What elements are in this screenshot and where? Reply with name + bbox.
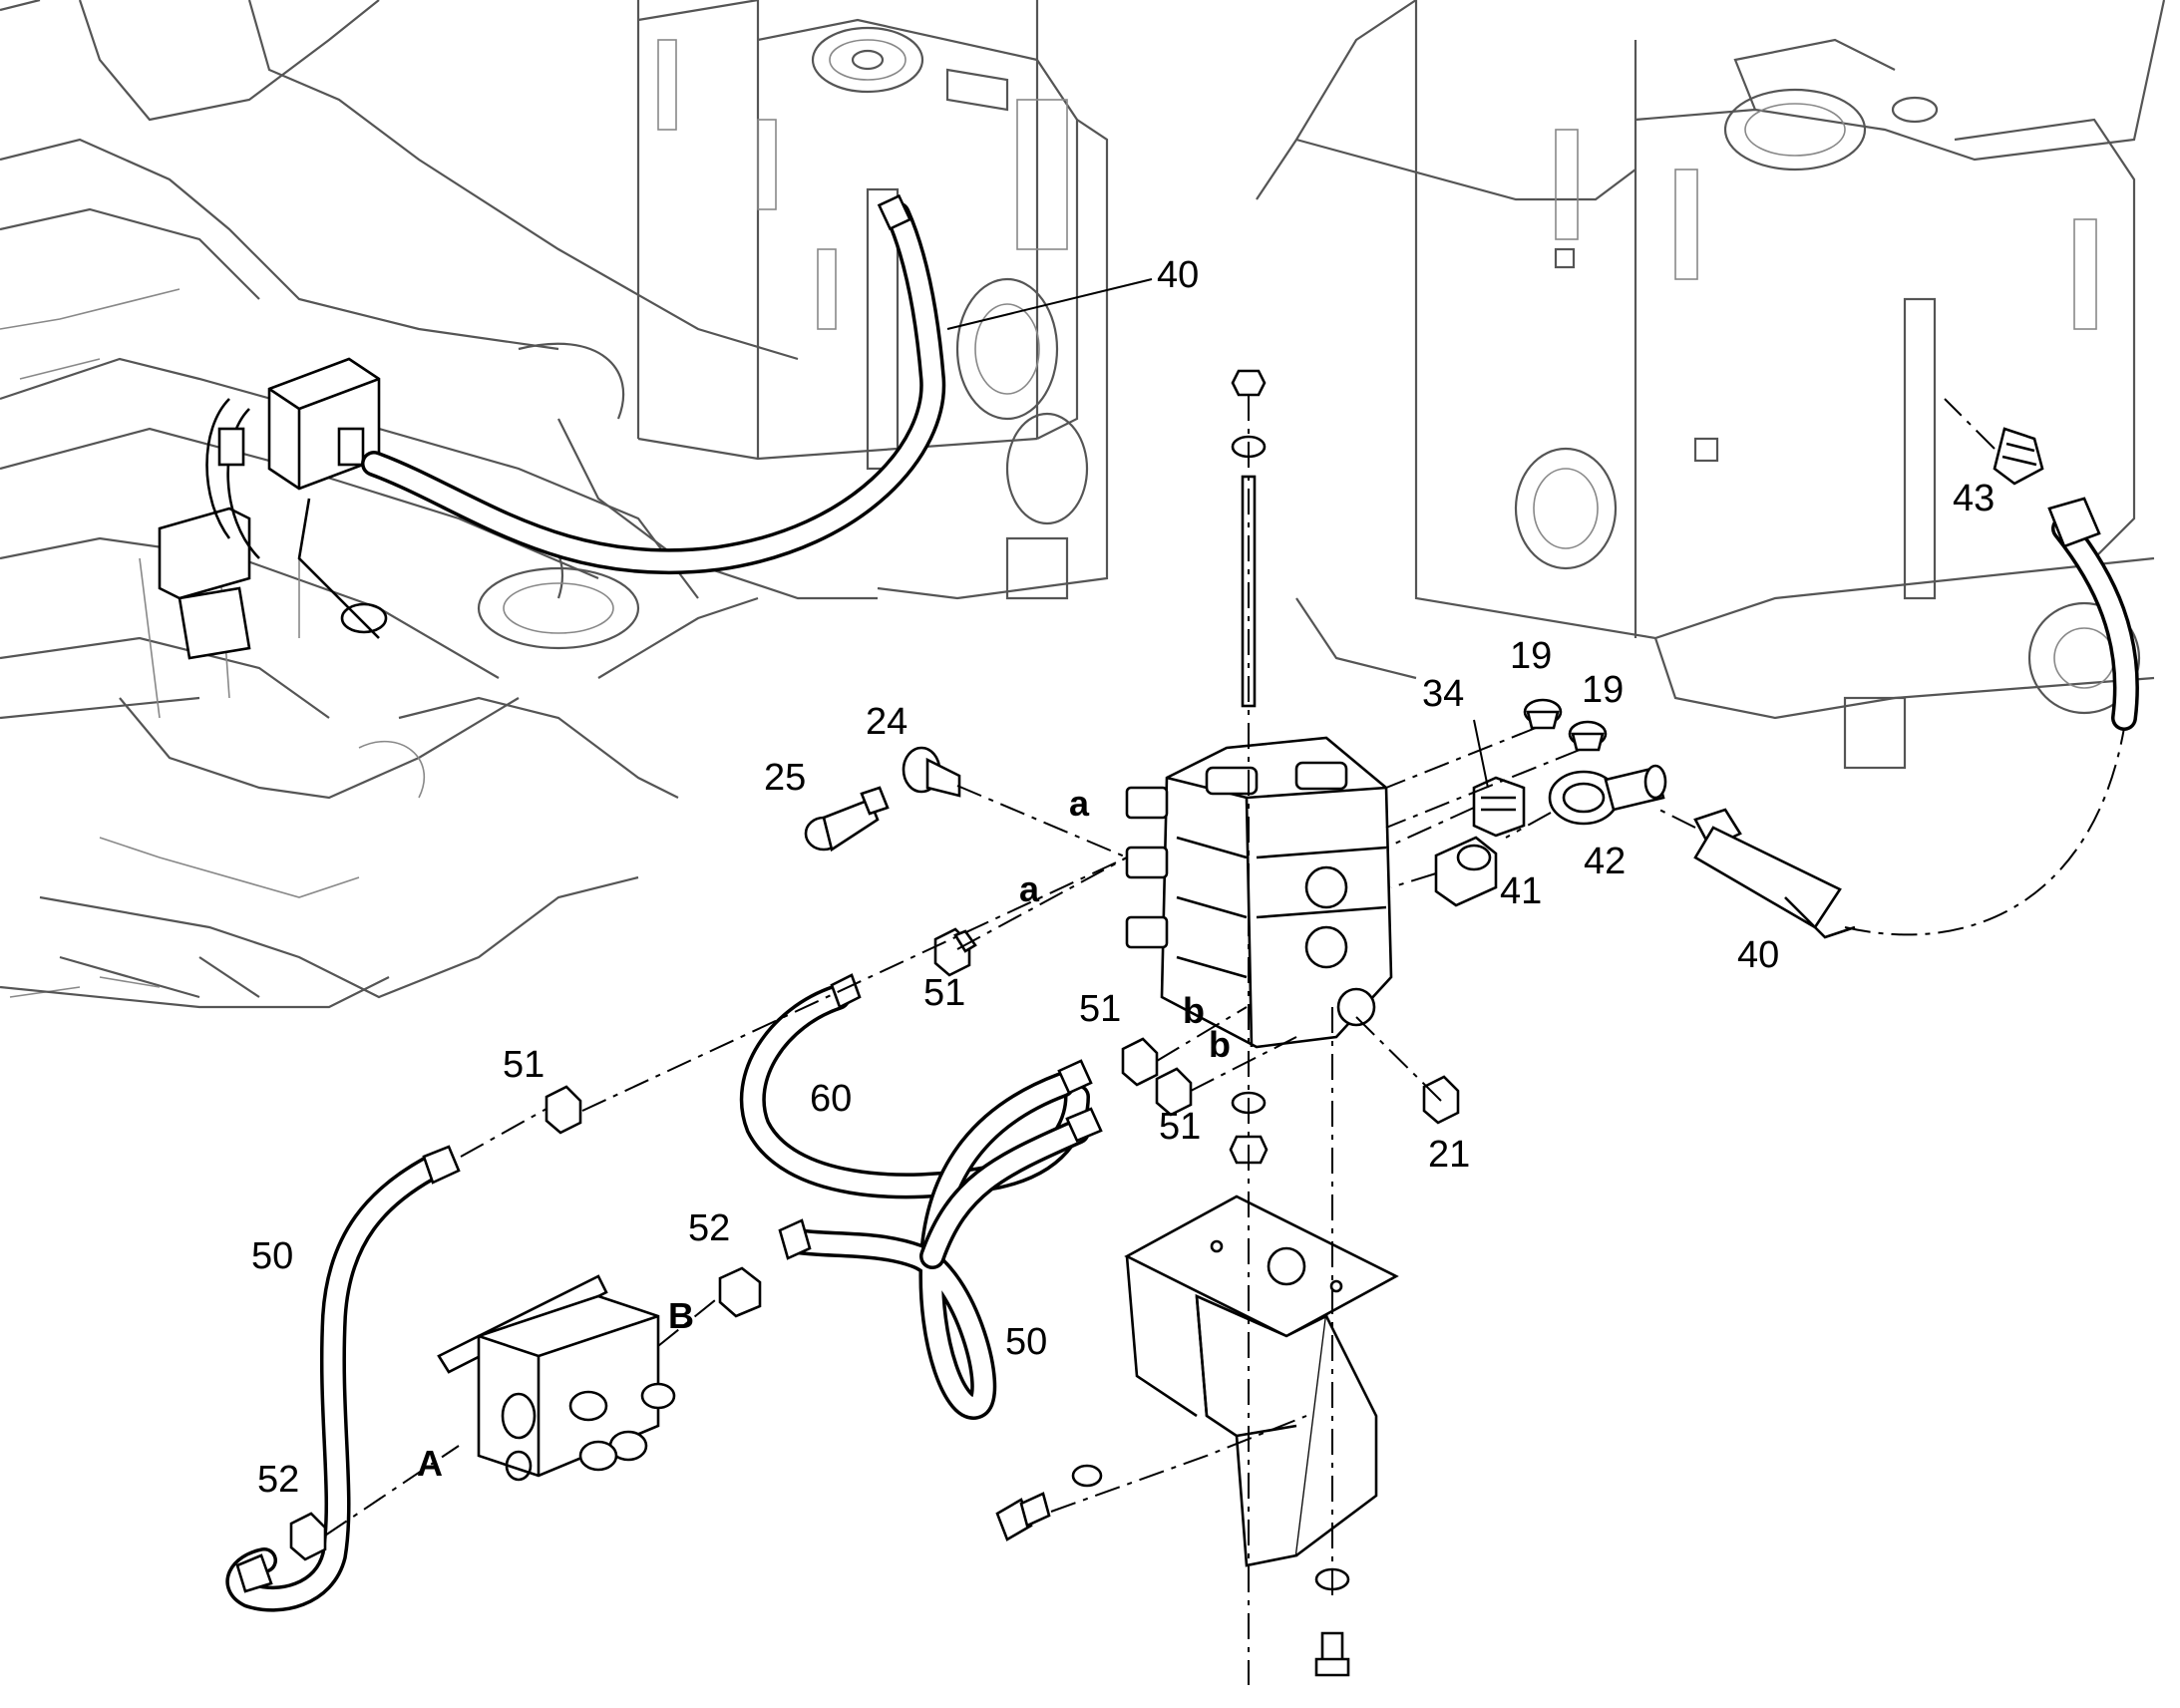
callout-34: 34 xyxy=(1422,673,1464,715)
adapter-41 xyxy=(1434,836,1498,907)
callout-40-top: 40 xyxy=(1157,254,1199,296)
frame-assembly-background-right xyxy=(1256,0,2166,770)
callout-51-c: 51 xyxy=(1159,1106,1201,1148)
callout-19-a: 19 xyxy=(1510,635,1552,677)
callout-43: 43 xyxy=(1953,478,1995,519)
callout-50-b: 50 xyxy=(1005,1321,1047,1363)
callout-51-a: 51 xyxy=(923,972,965,1014)
callout-25: 25 xyxy=(764,757,806,799)
bolt-bracket xyxy=(995,1492,1051,1541)
callout-41: 41 xyxy=(1500,870,1542,912)
nipple-51-c xyxy=(1155,1067,1193,1117)
mounting-bracket xyxy=(1124,1195,1399,1567)
fitting-25 xyxy=(804,786,890,853)
control-valve-block xyxy=(1125,736,1393,1049)
callout-19-b: 19 xyxy=(1582,669,1624,711)
valve-block-installed-view xyxy=(158,357,388,660)
callout-42: 42 xyxy=(1584,841,1626,882)
port-b-2: b xyxy=(1209,1024,1231,1065)
callout-50-a: 50 xyxy=(251,1235,293,1277)
fitting-43 xyxy=(1993,427,2044,486)
port-letters: a a b b A B xyxy=(417,783,1231,1484)
bolt-lower xyxy=(1314,1631,1350,1677)
elbow-42 xyxy=(1548,764,1667,826)
port-a-2: a xyxy=(1019,868,1040,909)
elbow-24 xyxy=(902,746,961,798)
nipple-51-d xyxy=(545,1085,582,1135)
callout-60: 60 xyxy=(810,1078,852,1120)
leader-lines xyxy=(946,278,1489,789)
callout-51-d: 51 xyxy=(503,1044,545,1086)
port-B: B xyxy=(668,1295,694,1336)
callout-52-a: 52 xyxy=(257,1459,299,1501)
callout-numbers: 40 43 19 19 34 24 25 42 41 40 51 51 51 5… xyxy=(251,254,1995,1501)
fitting-52-a xyxy=(289,1512,327,1561)
callout-24: 24 xyxy=(866,701,908,743)
callout-52-b: 52 xyxy=(688,1207,730,1249)
washer-bracket xyxy=(1071,1464,1103,1488)
pilot-valve-block xyxy=(437,1274,676,1482)
callout-51-b: 51 xyxy=(1079,988,1121,1030)
port-A: A xyxy=(417,1443,443,1484)
assembly-lines xyxy=(324,395,2125,1685)
port-b-1: b xyxy=(1183,990,1205,1031)
callout-21: 21 xyxy=(1428,1134,1470,1176)
port-a-1: a xyxy=(1069,783,1090,824)
hose-40-exploded xyxy=(1693,808,1856,939)
nipple-51-a xyxy=(933,927,977,977)
frame-assembly-background-left xyxy=(0,0,1109,1009)
adapter-34 xyxy=(1472,776,1526,838)
nipple-51-b xyxy=(1121,1037,1159,1087)
plug-19-a xyxy=(1523,698,1563,730)
callout-40-bot: 40 xyxy=(1737,934,1779,976)
fitting-52-b xyxy=(718,1266,762,1318)
plug-19-b xyxy=(1568,720,1608,752)
